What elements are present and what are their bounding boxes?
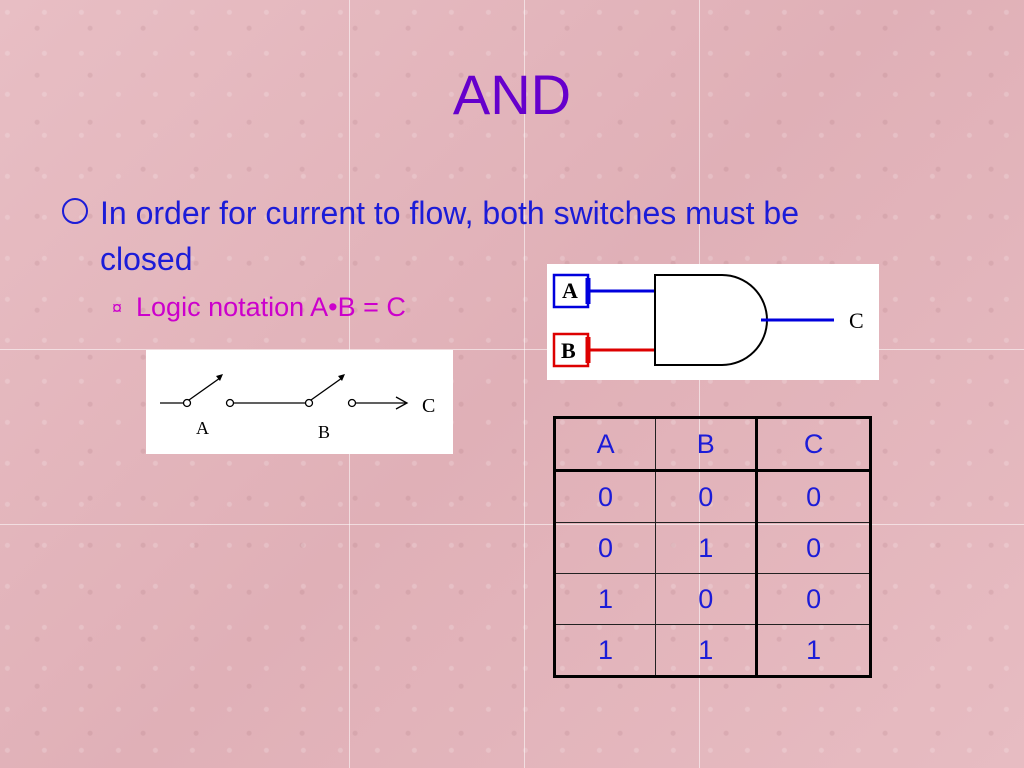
output-arrow-icon <box>395 396 409 410</box>
series-switch-diagram: A B C <box>146 350 453 454</box>
table-row: 1 1 1 <box>553 624 871 677</box>
table-header-row: A B C <box>553 417 871 472</box>
table-cell: 0 <box>553 470 657 523</box>
switch-a-pivot <box>182 398 192 408</box>
bullet-level2: ¤ Logic notation A•B = C <box>112 292 406 323</box>
switch-a-arrowhead-icon <box>216 374 223 381</box>
switch-b-arm <box>310 377 343 401</box>
table-cell: 0 <box>655 573 758 625</box>
gate-output-label: C <box>849 308 864 333</box>
tile-seam <box>0 349 1024 350</box>
bullet-level1-text: In order for current to flow, both switc… <box>100 195 799 277</box>
gate-input-a-label: A <box>562 278 578 303</box>
table-cell: 1 <box>553 624 657 677</box>
table-cell: 0 <box>755 573 871 625</box>
gate-input-b-label: B <box>561 338 576 363</box>
table-cell: 0 <box>755 470 871 523</box>
bullet-level1: In order for current to flow, both switc… <box>62 190 832 282</box>
switch-label-a: A <box>196 418 209 438</box>
currency-bullet-icon: ¤ <box>112 298 123 319</box>
table-cell: 1 <box>755 624 871 677</box>
truth-table: A B C 0 0 0 0 1 0 1 0 0 1 1 1 <box>553 416 872 678</box>
and-gate-body-icon <box>654 274 768 366</box>
table-cell: 0 <box>755 522 871 574</box>
tile-seam <box>0 524 1024 525</box>
table-cell: 1 <box>655 624 758 677</box>
switch-b-arrowhead-icon <box>338 374 345 381</box>
input-a-box <box>552 273 590 309</box>
switch-b-contact <box>347 398 357 408</box>
table-row: 1 0 0 <box>553 573 871 625</box>
column-header-c: C <box>755 417 871 472</box>
table-row: 0 0 0 <box>553 470 871 523</box>
switch-label-c: C <box>422 395 435 417</box>
slide-title: AND <box>452 63 572 126</box>
switch-a-arm <box>188 377 221 401</box>
bullet-level2-text: Logic notation A•B = C <box>136 292 406 322</box>
and-gate-svg: A B C <box>552 273 864 368</box>
series-switch-svg: A B C <box>160 374 435 442</box>
column-header-a: A <box>553 417 657 472</box>
table-cell: 0 <box>553 522 657 574</box>
column-header-b: B <box>655 417 758 472</box>
tile-seam <box>699 0 700 768</box>
switch-a-contact <box>225 398 235 408</box>
hollow-circle-bullet-icon <box>62 198 88 224</box>
and-gate-diagram: A B C <box>547 264 879 380</box>
table-cell: 1 <box>655 522 758 574</box>
tile-seam <box>524 0 525 768</box>
switch-b-pivot <box>304 398 314 408</box>
table-row: 0 1 0 <box>553 522 871 574</box>
table-cell: 1 <box>553 573 657 625</box>
switch-label-b: B <box>318 422 330 442</box>
table-cell: 0 <box>655 470 758 523</box>
